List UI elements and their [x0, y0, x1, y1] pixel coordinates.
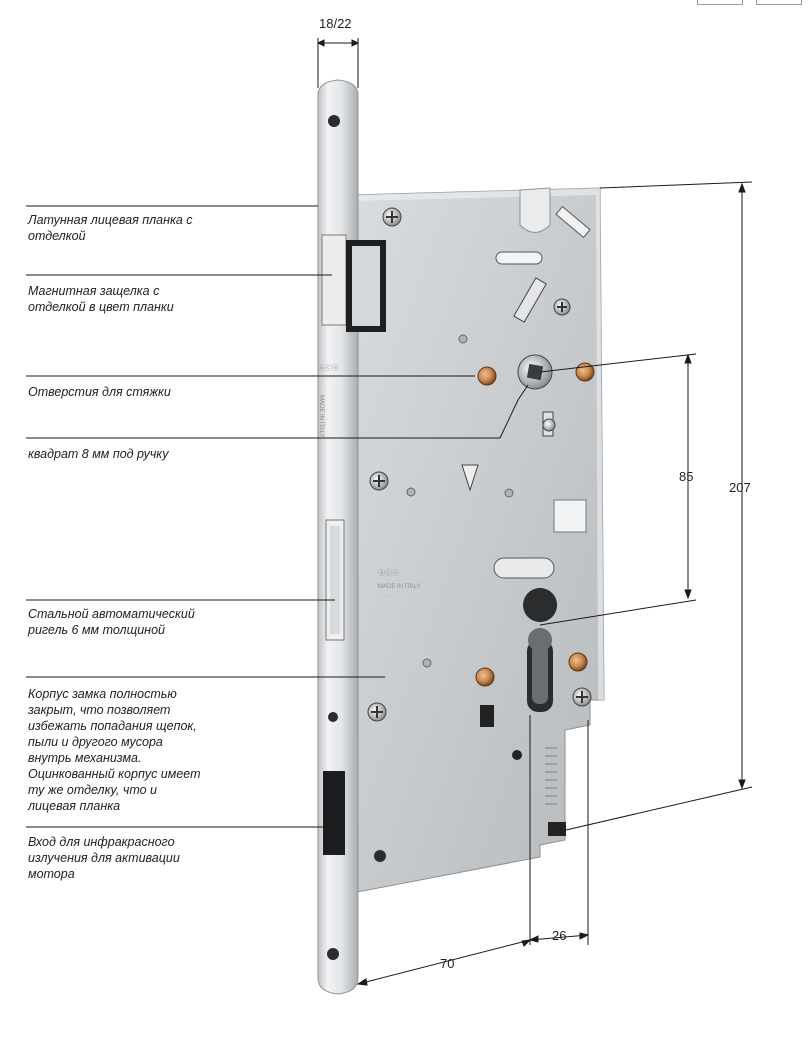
handle-square-hub: [517, 354, 553, 390]
svg-text:MADE IN ITALY: MADE IN ITALY: [318, 395, 324, 437]
label-magnetic-latch: Магнитная защелка с отделкой в цвет план…: [28, 284, 174, 314]
dim-backset: 70: [440, 956, 454, 971]
label-faceplate: Латунная лицевая планка с отделкой: [28, 213, 193, 243]
leader-lines: [26, 205, 529, 828]
phillips-screw-icon: [369, 471, 389, 491]
euro-cylinder-hole-icon: [523, 588, 558, 712]
dim-axis-distance: 85: [679, 469, 693, 484]
tie-hole-icon: [477, 366, 497, 386]
phillips-screw-icon: [553, 298, 571, 316]
label-square: квадрат 8 мм под ручку: [28, 447, 169, 461]
svg-text:MADE IN ITALY: MADE IN ITALY: [378, 584, 420, 590]
label-housing: Корпус замка полностью закрыт, что позво…: [28, 687, 201, 813]
phillips-screw-icon: [367, 702, 387, 722]
phillips-screw-icon: [572, 687, 592, 707]
case-screws: [367, 207, 592, 722]
lock-case: ⓐⓒⓔ MADE IN ITALY · · · ·: [351, 187, 605, 894]
dim-total-height: 207: [729, 480, 751, 495]
faceplate: ⓐⓒⓔ MADE IN ITALY: [317, 79, 386, 995]
dim-depth: 26: [552, 928, 566, 943]
phillips-screw-icon: [542, 418, 556, 432]
corner-mark-left: [697, 0, 743, 5]
svg-text:ⓐⓒⓔ: ⓐⓒⓔ: [318, 364, 339, 372]
label-tie-holes: Отверстия для стяжки: [28, 385, 171, 399]
tie-hole-icon: [568, 652, 588, 672]
tie-hole-icon: [475, 667, 495, 687]
svg-text:ⓐⓒⓔ: ⓐⓒⓔ: [378, 569, 399, 577]
dimension-lines: [316, 38, 753, 986]
label-infrared: Вход для инфракрасного излучения для акт…: [28, 835, 180, 881]
label-deadbolt: Стальной автоматический ригель 6 мм толщ…: [28, 607, 195, 637]
dim-faceplate-width: 18/22: [319, 16, 352, 31]
corner-mark-right: [756, 0, 802, 5]
phillips-screw-icon: [382, 207, 402, 227]
svg-text:· · · ·: · · · ·: [378, 594, 391, 600]
rack-teeth: [545, 747, 557, 805]
